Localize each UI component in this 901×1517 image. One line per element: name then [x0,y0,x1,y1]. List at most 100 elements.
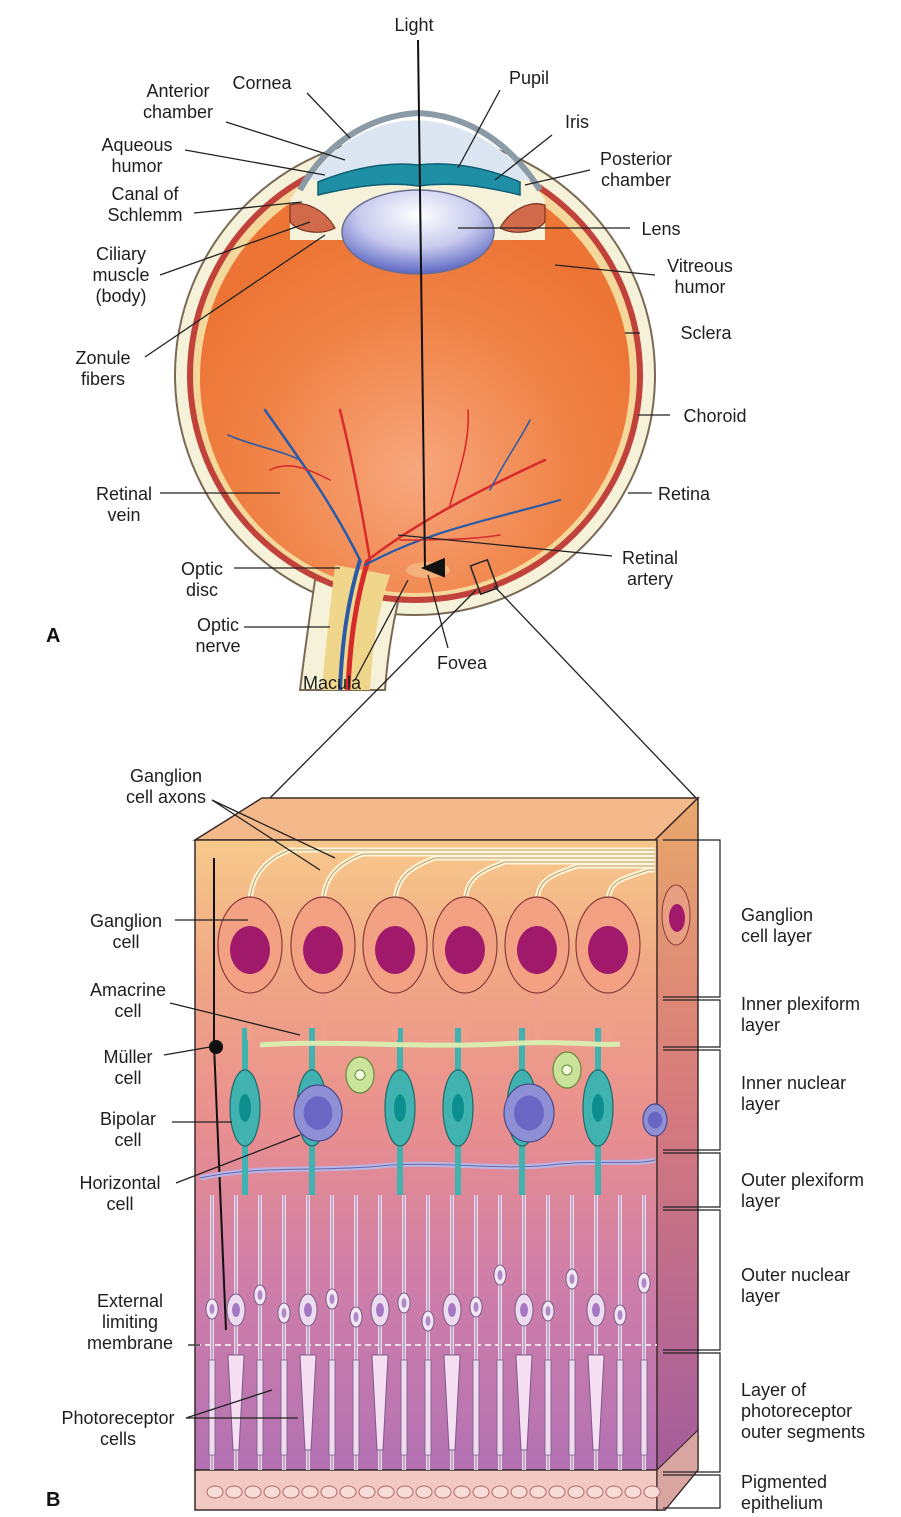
bracket-inner-nuclear [663,1049,721,1151]
horizontal-process-outline [199,1159,656,1179]
layer-ganglion-2: cell layer [741,926,812,946]
retina-block [192,796,700,1511]
layer-outer-nuclear-1: Outer nuclear [741,1265,850,1285]
panel-a-label: A [46,625,60,647]
rod-outer-segment [544,1359,552,1456]
label-photoreceptor-2: cells [100,1429,136,1449]
layer-outer-nuclear-2: layer [741,1286,780,1306]
rod-nucleus [281,1308,287,1318]
block-top-face [192,797,700,841]
photoreceptor-cells [205,1195,651,1470]
label-vitreous-1: Vitreous [667,256,733,276]
amacrine-process [259,1040,621,1048]
rod-nucleus [497,1270,503,1280]
pigment-cell [377,1485,395,1499]
label-canal-1: Canal of [111,184,179,204]
bipolar-nucleus [239,1094,251,1122]
pigment-cell [358,1485,376,1499]
rod-outer-segment [496,1359,504,1456]
layer-outer-plexiform-2: layer [741,1191,780,1211]
pigment-cell [567,1485,585,1499]
ganglion-nucleus [375,926,415,974]
rod-outer-segment [400,1359,408,1456]
bracket-outer-plexiform [663,1152,721,1208]
ganglion-nucleus [445,926,485,974]
label-vitreous-2: humor [674,277,725,297]
label-iris: Iris [565,112,589,132]
rod-outer-segment [424,1359,432,1456]
ganglion-nucleus [303,926,343,974]
label-macula: Macula [303,673,362,693]
horizontal-nucleus [514,1095,544,1131]
cone-nucleus [232,1303,240,1317]
label-optic-disc-1: Optic [181,559,223,579]
retinal-vessels [227,408,562,567]
rod-nucleus [257,1290,263,1300]
rod-outer-segment [328,1359,336,1456]
cone-outer-segment [371,1354,389,1451]
cone-nucleus [304,1303,312,1317]
label-retinal-artery-1: Retinal [622,548,678,568]
vitreous-humor [200,163,630,593]
label-posterior-2: chamber [601,170,671,190]
lens [341,189,495,275]
layer-pigment-1: Pigmented [741,1472,827,1492]
cone-nucleus [592,1303,600,1317]
label-cornea: Cornea [232,73,292,93]
label-anterior-1: Anterior [146,81,209,101]
label-amacrine-1: Amacrine [90,980,166,1000]
layer-ganglion-1: Ganglion [741,905,813,925]
cone-nucleus [520,1303,528,1317]
amacrine-nucleus [354,1069,366,1081]
label-ciliary-1: Ciliary [96,244,146,264]
cone-outer-segment [443,1354,461,1451]
label-sclera: Sclera [680,323,732,343]
rod-nucleus [641,1278,647,1288]
rod-outer-segment [640,1359,648,1456]
pigment-cell [244,1485,262,1499]
label-retinal-artery-2: artery [627,569,673,589]
rod-outer-segment [208,1359,216,1456]
label-zonule-1: Zonule [75,348,130,368]
horizontal-nucleus [303,1096,333,1130]
pigment-cells [206,1485,661,1499]
label-lens: Lens [641,219,680,239]
pigment-cell [301,1485,319,1499]
ganglion-cells [217,884,691,1040]
ganglion-nucleus [230,926,270,974]
ganglion-side-nucleus [669,904,685,932]
zoom-line-right [493,585,699,801]
label-aqueous-1: Aqueous [101,135,172,155]
rod-outer-segment [568,1359,576,1456]
rod-nucleus [401,1298,407,1308]
cone-outer-segment [299,1354,317,1451]
muller-cell-body [209,1040,223,1054]
label-ganglion-cell-1: Ganglion [90,911,162,931]
layer-brackets [663,839,721,1509]
layer-label-group: Ganglion cell layer Inner plexiform laye… [741,905,865,1513]
horizontal-processes [199,1157,656,1181]
label-pupil: Pupil [509,68,549,88]
horizontal-nucleus [647,1111,663,1129]
pigment-cell [396,1485,414,1499]
horizontal-cells [293,1083,668,1143]
rod-nucleus [617,1310,623,1320]
eye-label-group: Light Anterior chamber Cornea Pupil Iris… [46,15,747,693]
bipolar-nucleus [394,1094,406,1122]
label-ciliary-3: (body) [95,286,146,306]
pigment-cell [586,1485,604,1499]
label-elm-1: External [97,1291,163,1311]
layer-inner-plexiform-1: Inner plexiform [741,994,860,1014]
rod-outer-segment [472,1359,480,1456]
rod-nucleus [473,1302,479,1312]
layer-outer-segments-1: Layer of [741,1380,807,1400]
label-bipolar-1: Bipolar [100,1109,156,1129]
bipolar-nucleus [452,1094,464,1122]
cone-nucleus [376,1303,384,1317]
label-canal-2: Schlemm [107,205,182,225]
label-light: Light [394,15,433,35]
eye-leaders [144,89,670,681]
bracket-outer-nuclear [663,1209,721,1351]
